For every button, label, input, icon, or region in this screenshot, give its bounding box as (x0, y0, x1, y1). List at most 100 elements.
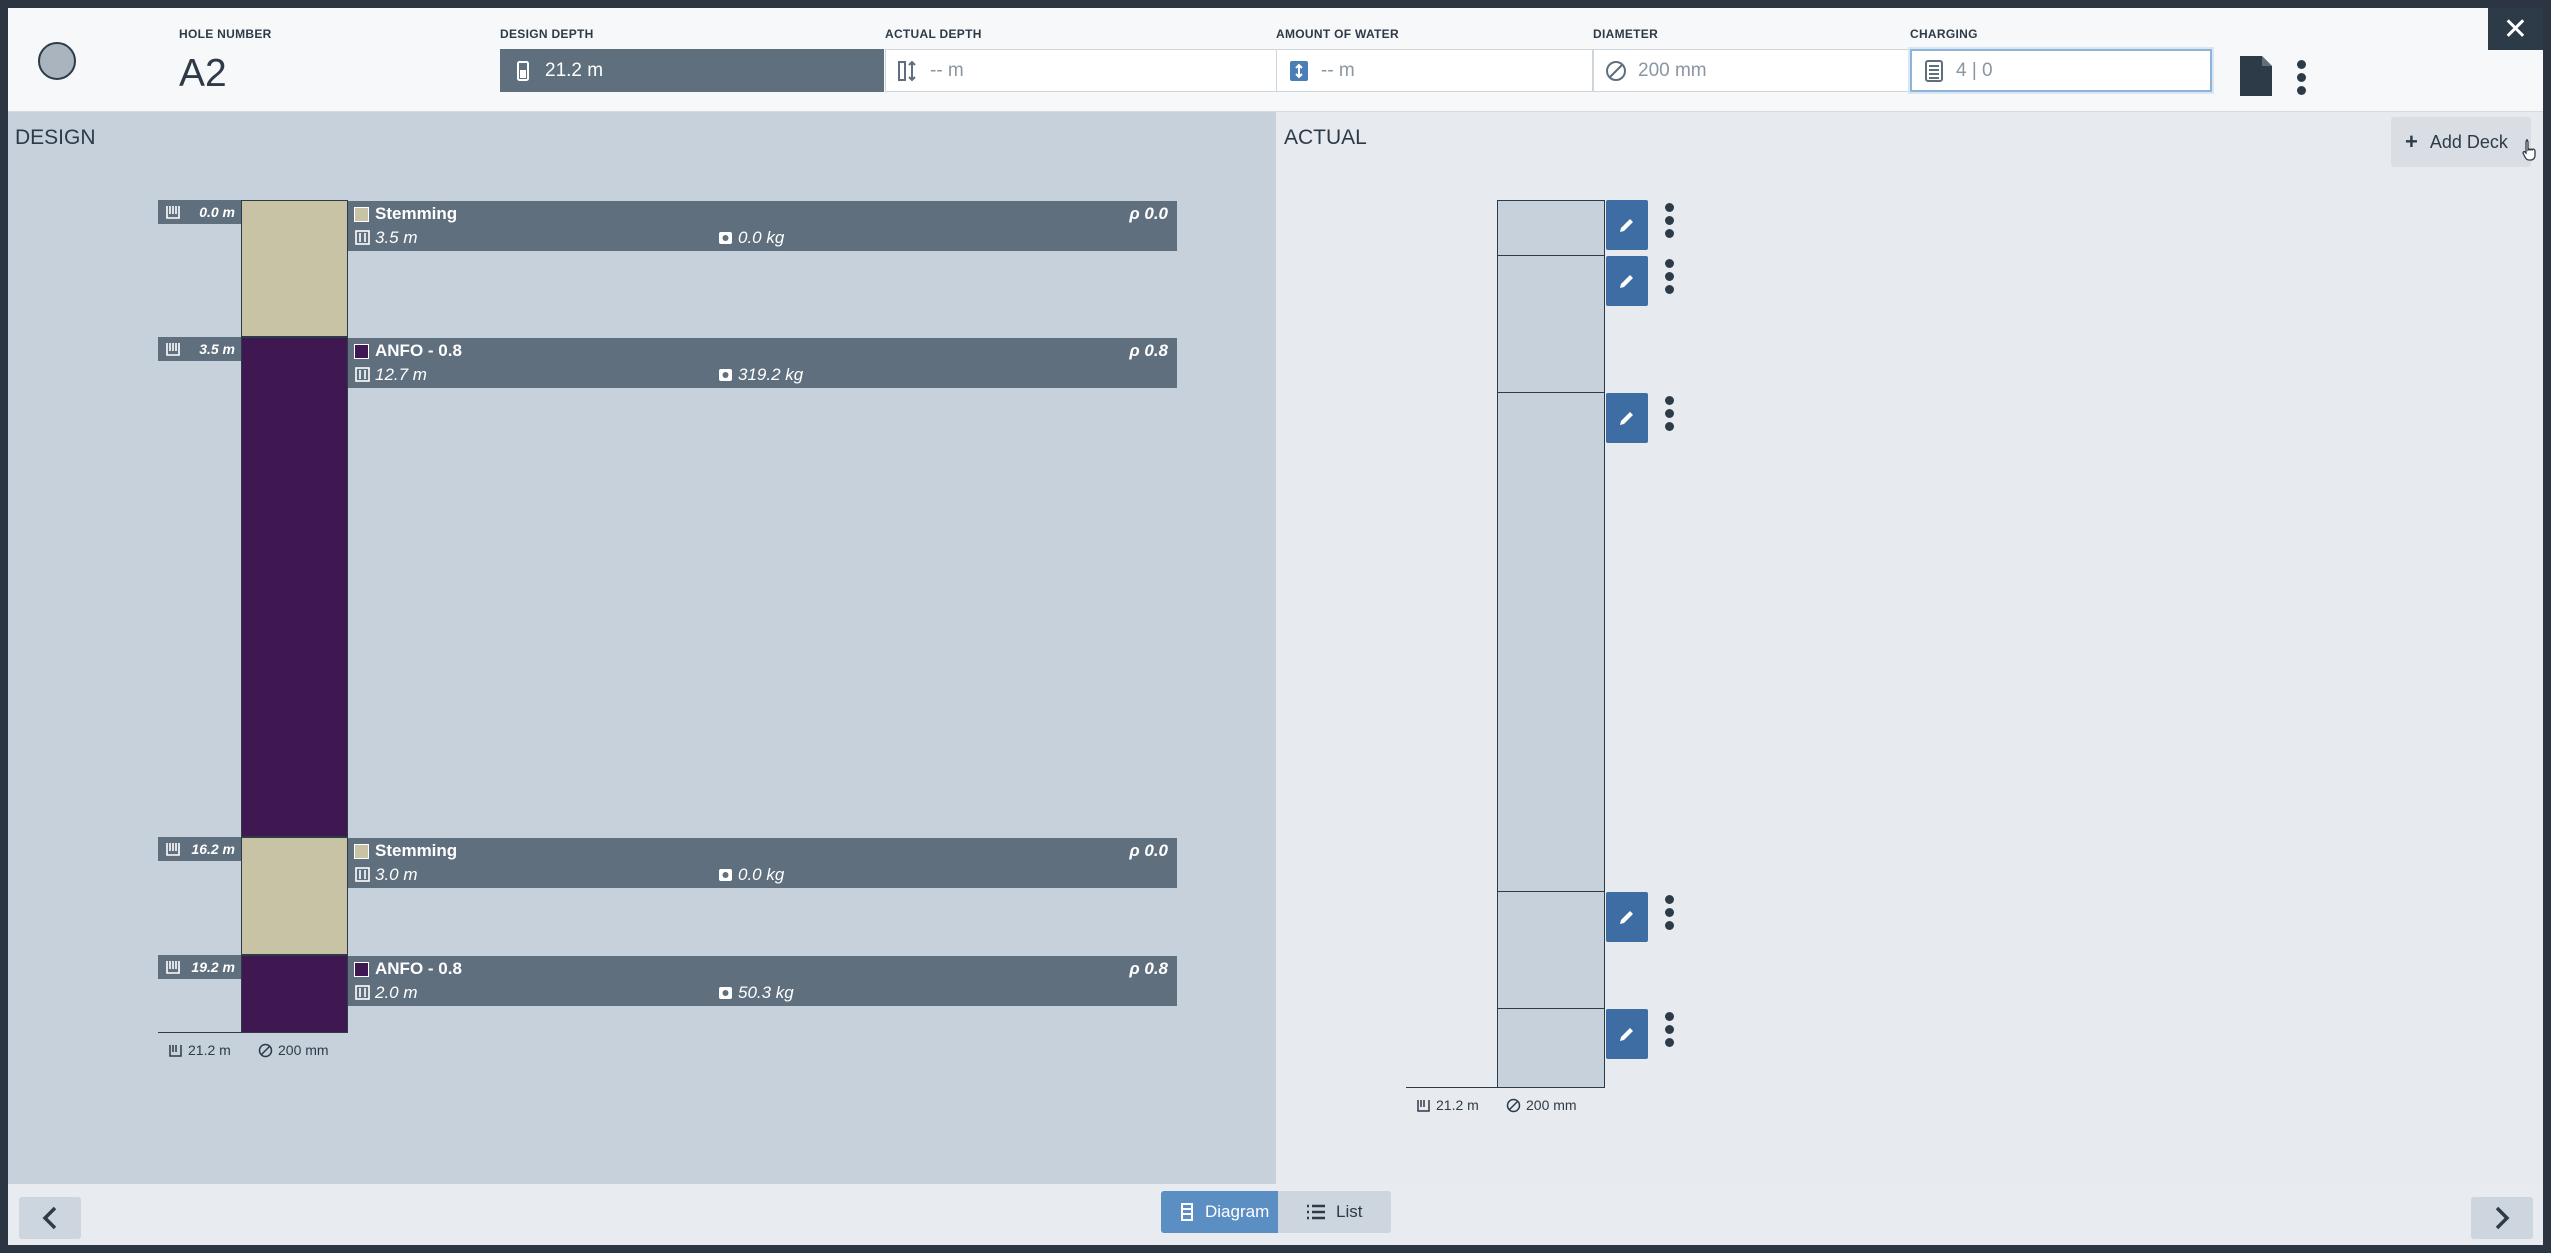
actual-footer-depth: 21.2 m (1416, 1097, 1479, 1113)
deck-segment-anfo[interactable] (241, 955, 348, 1033)
more-vert-icon[interactable] (1665, 203, 1674, 238)
document-icon[interactable] (2238, 54, 2274, 98)
water-label: AMOUNT OF WATER (1276, 27, 1399, 41)
list-label: List (1336, 1202, 1363, 1221)
length-icon (355, 985, 370, 1000)
deck-color-swatch (354, 962, 369, 977)
list-view-toggle[interactable]: List (1278, 1191, 1391, 1233)
deck-top-depth: 0.0 m (158, 200, 241, 224)
design-depth-field: 21.2 m (500, 49, 884, 92)
deck-color-swatch (354, 344, 369, 359)
deck-density: ρ 0.0 (1129, 204, 1168, 223)
deck-color-swatch (354, 844, 369, 859)
deck-mass: 0.0 kg (738, 228, 785, 247)
diameter-value: 200 mm (1638, 59, 1707, 81)
more-vert-icon[interactable] (1665, 259, 1674, 294)
length-icon (355, 230, 370, 245)
deck-length: 3.0 m (375, 865, 418, 884)
deck-product-name: ANFO - 0.8 (375, 341, 462, 360)
deck-info-card[interactable]: Stemming ρ 0.0 3.5 m 0.0 kg (348, 201, 1177, 251)
deck-top-depth: 16.2 m (158, 837, 241, 861)
hole-number-label: HOLE NUMBER (179, 27, 272, 41)
deck-product-name: Stemming (375, 841, 458, 860)
deck-info-card[interactable]: Stemming ρ 0.0 3.0 m 0.0 kg (348, 838, 1177, 888)
edit-deck-button[interactable] (1606, 256, 1648, 306)
pencil-icon (1620, 412, 1633, 425)
hole-detail-window: HOLE NUMBER A2 DESIGN DEPTH 21.2 m ACTUA… (8, 8, 2543, 1245)
deck-color-swatch (354, 207, 369, 222)
length-icon (355, 867, 370, 882)
pencil-icon (1620, 1028, 1633, 1041)
design-footer-depth: 21.2 m (168, 1042, 231, 1058)
charging-icon (1925, 59, 1943, 82)
deck-segment-stemming[interactable] (241, 837, 348, 955)
pencil-icon (1620, 275, 1633, 288)
edit-deck-button[interactable] (1606, 892, 1648, 942)
more-vert-icon[interactable] (2297, 60, 2306, 95)
more-vert-icon[interactable] (1665, 895, 1674, 930)
actual-title: ACTUAL (1284, 126, 1367, 149)
hole-bottom-line (158, 1032, 348, 1033)
diameter-label: DIAMETER (1593, 27, 1659, 41)
deck-mass: 50.3 kg (738, 983, 794, 1002)
status-indicator[interactable] (38, 42, 76, 80)
close-button[interactable]: ✕ (2488, 8, 2543, 50)
deck-mass: 319.2 kg (738, 365, 804, 384)
actual-depth-label: ACTUAL DEPTH (885, 27, 982, 41)
hole-number-value: A2 (179, 52, 227, 95)
actual-deck-segment[interactable] (1497, 200, 1605, 256)
chevron-left-icon (42, 1206, 57, 1230)
deck-length: 12.7 m (375, 365, 427, 384)
deck-product-name: ANFO - 0.8 (375, 959, 462, 978)
design-depth-label: DESIGN DEPTH (500, 27, 594, 41)
diameter-input[interactable]: 200 mm (1593, 49, 1910, 92)
previous-hole-button[interactable] (19, 1197, 81, 1239)
diagram-view-toggle[interactable]: Diagram (1161, 1191, 1278, 1233)
diagram-icon (1181, 1203, 1193, 1221)
actual-deck-segment[interactable] (1497, 255, 1605, 393)
actual-footer-diameter: 200 mm (1506, 1097, 1577, 1113)
actual-depth-value: -- m (930, 59, 964, 81)
deck-density: ρ 0.8 (1129, 341, 1168, 360)
add-deck-label: Add Deck (2429, 131, 2508, 152)
edit-deck-button[interactable] (1606, 1009, 1648, 1059)
actual-depth-input[interactable]: -- m (885, 49, 1277, 92)
edit-deck-button[interactable] (1606, 393, 1648, 443)
deck-segment-stemming[interactable] (241, 200, 348, 337)
design-panel: DESIGN (8, 112, 1276, 1184)
actual-panel: ACTUAL + Add Deck (1276, 112, 2543, 1184)
actual-deck-segment[interactable] (1497, 1008, 1605, 1088)
pencil-icon (1620, 219, 1633, 232)
deck-top-depth: 19.2 m (158, 955, 241, 979)
diameter-icon (1506, 1098, 1521, 1112)
deck-info-card[interactable]: ANFO - 0.8 ρ 0.8 12.7 m 319.2 kg (348, 338, 1177, 388)
actual-deck-segment[interactable] (1497, 891, 1605, 1009)
deck-density: ρ 0.0 (1129, 841, 1168, 860)
charging-label: CHARGING (1910, 27, 1978, 41)
diameter-icon (1606, 60, 1626, 81)
charging-input[interactable]: 4 | 0 (1910, 49, 2212, 92)
hole-header: HOLE NUMBER A2 DESIGN DEPTH 21.2 m ACTUA… (8, 8, 2543, 112)
edit-deck-button[interactable] (1606, 200, 1648, 250)
water-input[interactable]: -- m (1276, 49, 1593, 92)
deck-segment-anfo[interactable] (241, 337, 348, 837)
add-deck-button[interactable]: + Add Deck (2391, 117, 2531, 167)
more-vert-icon[interactable] (1665, 1012, 1674, 1047)
next-hole-button[interactable] (2471, 1197, 2533, 1239)
actual-hole-bottom-line (1406, 1087, 1605, 1088)
actual-depth-icon (898, 60, 916, 81)
actual-deck-segment[interactable] (1497, 392, 1605, 892)
weight-icon (719, 369, 732, 381)
deck-product-name: Stemming (375, 204, 458, 223)
weight-icon (719, 869, 732, 881)
diagram-label: Diagram (1205, 1202, 1270, 1221)
mouse-cursor-icon (2522, 139, 2536, 161)
design-depth-value: 21.2 m (545, 59, 604, 81)
water-icon (1290, 60, 1308, 81)
depth-icon (166, 843, 180, 856)
depth-icon (169, 1044, 182, 1057)
more-vert-icon[interactable] (1665, 396, 1674, 431)
depth-icon (1417, 1099, 1430, 1112)
deck-length: 3.5 m (375, 228, 418, 247)
deck-info-card[interactable]: ANFO - 0.8 ρ 0.8 2.0 m 50.3 kg (348, 956, 1177, 1006)
